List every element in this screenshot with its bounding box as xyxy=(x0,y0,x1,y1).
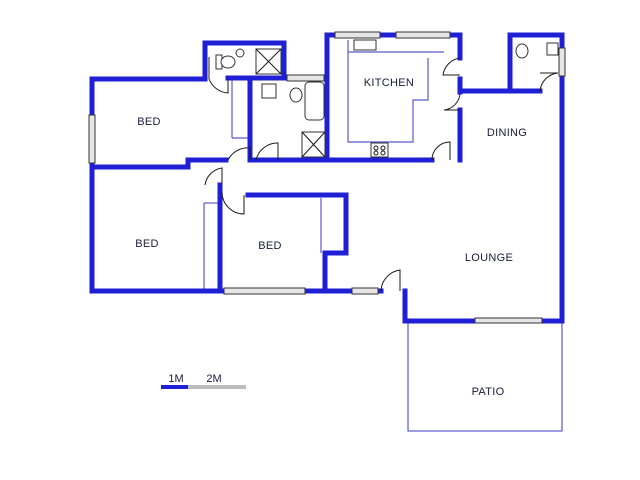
sliding-door-lounge xyxy=(474,317,543,324)
wc-toilet-icon xyxy=(220,55,236,69)
bath-basin-icon xyxy=(261,83,277,99)
window-bed3 xyxy=(223,287,306,295)
stove-burner-4 xyxy=(380,150,386,156)
kitchen-counter-icon xyxy=(347,40,429,143)
bathtub-icon xyxy=(304,81,325,121)
wall-ensuite xyxy=(507,32,565,94)
door-kitchen-3 xyxy=(431,141,451,161)
kitchen-stove-icon xyxy=(370,142,389,158)
wall-west xyxy=(89,76,223,294)
ensuite-toilet-icon xyxy=(515,43,529,59)
room-label-lounge: LOUNGE xyxy=(465,252,513,264)
room-label-kitchen: KITCHEN xyxy=(364,77,414,89)
wall-wc-top xyxy=(202,40,287,82)
ensuite-basin-icon xyxy=(546,42,559,56)
fixtures xyxy=(215,39,559,158)
wall-bed1-south xyxy=(89,157,229,170)
windows xyxy=(88,31,566,324)
patio-outline xyxy=(407,321,563,432)
door-bed3 xyxy=(221,191,245,215)
room-label-bed-3: BED xyxy=(258,240,282,252)
door-wc xyxy=(208,57,229,94)
door-bed2 xyxy=(204,167,223,186)
scale-bar: 1M 2M xyxy=(161,373,246,389)
room-labels: BED BED BED KITCHEN DINING LOUNGE PATIO xyxy=(135,77,527,398)
window-ensuite xyxy=(558,47,566,77)
door-bath xyxy=(255,142,279,161)
wc-basin-icon xyxy=(235,48,245,58)
room-label-bed-2: BED xyxy=(135,238,159,250)
window-bath xyxy=(286,74,325,82)
window-kitchen xyxy=(334,31,381,39)
kitchen-sink-icon xyxy=(353,39,377,51)
door-bed1 xyxy=(227,147,251,161)
bath-toilet-icon xyxy=(289,87,303,103)
wall-kitchen xyxy=(324,32,463,163)
room-label-bed-1: BED xyxy=(137,116,161,128)
wc-shower-cross-2 xyxy=(255,48,282,75)
window-kitchen-2 xyxy=(395,31,451,39)
door-kitchen-1 xyxy=(442,57,461,76)
stove-burner-3 xyxy=(373,150,379,156)
scale-label-1m: 1M xyxy=(168,373,183,385)
doors xyxy=(204,57,559,292)
window-bed1 xyxy=(88,114,96,164)
window-passage xyxy=(351,287,379,295)
door-ensuite xyxy=(539,72,559,92)
stove-burner xyxy=(373,145,379,151)
stove-burner-2 xyxy=(380,145,386,151)
wall-bed3-north xyxy=(245,192,349,294)
scale-label-2m: 2M xyxy=(206,373,221,385)
room-label-dining: DINING xyxy=(487,127,527,139)
scale-bar-secondary xyxy=(188,385,246,389)
bath-shower-cross-2 xyxy=(301,131,326,158)
room-label-patio: PATIO xyxy=(472,386,505,398)
door-front xyxy=(380,269,401,292)
door-kitchen-2 xyxy=(443,93,461,111)
walls xyxy=(89,32,565,324)
wall-lounge-south xyxy=(402,288,565,324)
scale-bar-primary xyxy=(161,385,188,389)
